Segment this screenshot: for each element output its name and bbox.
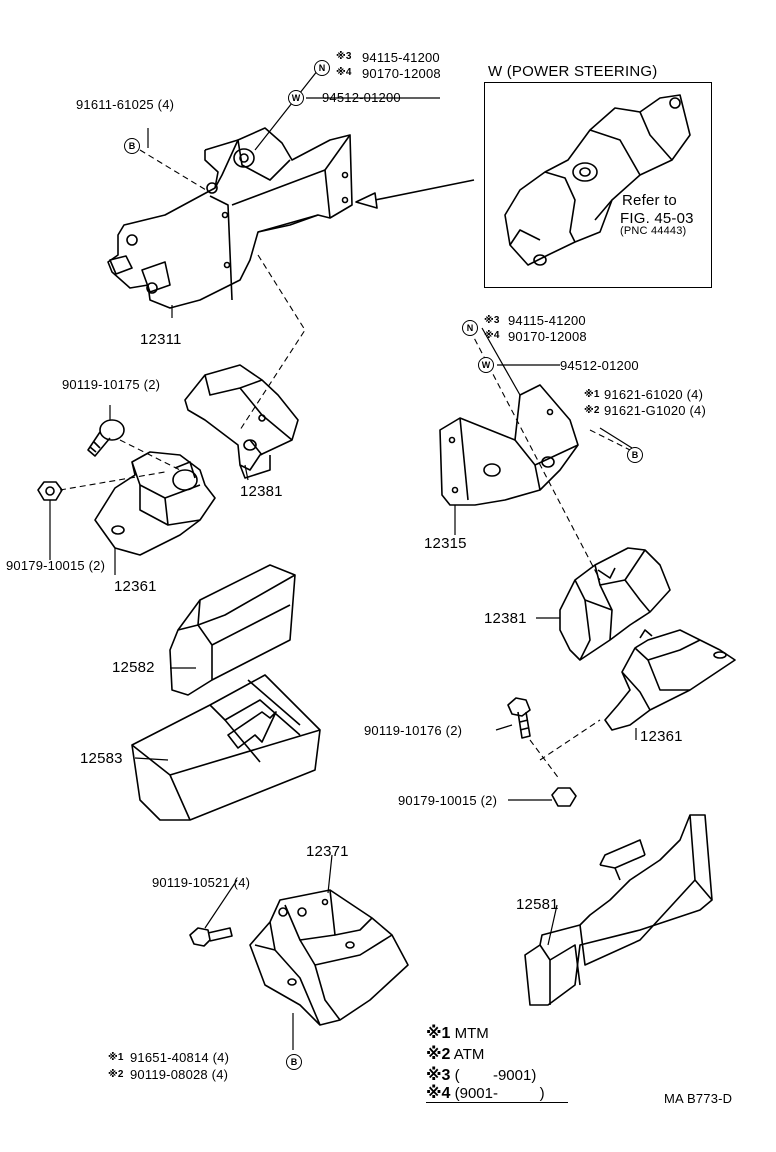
label-91621-61020: 91621-61020 (4) xyxy=(604,387,704,402)
label-90119-10521: 90119-10521 (4) xyxy=(152,875,251,890)
bolt-90119-10176-drawing xyxy=(507,697,531,739)
legend-row-3: ※3 ( -9001) xyxy=(426,1066,536,1086)
label-12381-upper: 12381 xyxy=(240,483,283,500)
label-90119-10175: 90119-10175 (2) xyxy=(62,377,161,392)
part-12361-upper-drawing xyxy=(94,451,216,556)
part-12583-drawing xyxy=(131,674,321,821)
bolt-90119-10175-drawing xyxy=(87,419,125,457)
part-12581-drawing xyxy=(524,814,713,1006)
legend-text-1: MTM xyxy=(454,1025,489,1042)
legend-mark-2: ※2 xyxy=(426,1046,451,1063)
label-12361-upper: 12361 xyxy=(114,578,157,595)
legend-row-4: ※4 (9001- ) xyxy=(426,1084,545,1104)
label-12311: 12311 xyxy=(140,331,182,348)
marker-circle-n-upper: N xyxy=(314,60,330,76)
pnc-reference: (PNC 44443) xyxy=(620,225,687,237)
part-12311-drawing xyxy=(107,127,353,309)
nut-90179-10015-right-drawing xyxy=(551,787,577,807)
label-90119-08028: 90119-08028 (4) xyxy=(130,1067,229,1082)
part-12381-upper-drawing xyxy=(184,364,299,479)
part-12315-drawing xyxy=(439,384,579,506)
legend-mark-3: ※3 xyxy=(426,1067,451,1084)
marker-circle-w-upper: W xyxy=(288,90,304,106)
label-12381-lower: 12381 xyxy=(484,610,527,627)
label-90179-10015-left: 90179-10015 (2) xyxy=(6,558,106,573)
marker-circle-b-right: B xyxy=(627,447,643,463)
power-steering-title: W (POWER STEERING) xyxy=(488,63,658,80)
label-90119-10176: 90119-10176 (2) xyxy=(364,723,463,738)
label-94512-01200-upper: 94512-01200 xyxy=(322,90,401,105)
label-90170-12008-upper: 90170-12008 xyxy=(362,66,441,81)
part-12371-drawing xyxy=(249,889,409,1026)
label-94115-41200-right: 94115-41200 xyxy=(508,313,586,328)
label-mark-2-right: ※2 xyxy=(584,405,600,416)
label-12583: 12583 xyxy=(80,750,123,767)
label-mark-4-right: ※4 xyxy=(484,330,500,341)
part-12582-drawing xyxy=(169,564,296,696)
label-12582: 12582 xyxy=(112,659,155,676)
label-mark-1-right: ※1 xyxy=(584,389,600,400)
label-mark-3-right: ※3 xyxy=(484,315,500,326)
marker-circle-b-upper: B xyxy=(124,138,140,154)
part-12381-lower-drawing xyxy=(559,547,671,661)
figure-reference: FIG. 45-03 xyxy=(620,210,694,227)
legend-underline xyxy=(426,1102,568,1103)
label-94115-41200-upper: 94115-41200 xyxy=(362,50,440,65)
legend-row-1: ※1 MTM xyxy=(426,1024,489,1044)
refer-to-text: Refer to xyxy=(622,192,677,209)
legend-row-2: ※2 ATM xyxy=(426,1045,484,1065)
label-91651-40814: 91651-40814 (4) xyxy=(130,1050,230,1065)
label-12581: 12581 xyxy=(516,896,559,913)
label-90170-12008-right: 90170-12008 xyxy=(508,329,587,344)
bolt-90119-10521-drawing xyxy=(189,927,233,947)
label-91611-61025: 91611-61025 (4) xyxy=(76,97,175,112)
power-steering-bracket-drawing xyxy=(504,94,691,266)
part-12361-lower-drawing xyxy=(604,629,736,731)
legend-text-3: ( -9001) xyxy=(454,1067,537,1084)
marker-circle-b-bottom: B xyxy=(286,1054,302,1070)
legend-text-2: ATM xyxy=(453,1046,485,1063)
label-mark-3-upper: ※3 xyxy=(336,51,352,62)
marker-circle-w-right: W xyxy=(478,357,494,373)
power-steering-box xyxy=(484,82,712,288)
legend-mark-4: ※4 xyxy=(426,1085,451,1102)
marker-circle-n-right: N xyxy=(462,320,478,336)
legend-text-4: (9001- ) xyxy=(454,1085,545,1102)
label-mark-1-bottom: ※1 xyxy=(108,1052,124,1063)
label-12371: 12371 xyxy=(306,843,349,860)
label-90179-10015-right: 90179-10015 (2) xyxy=(398,793,498,808)
figure-code: MA B773-D xyxy=(664,1091,733,1106)
legend-mark-1: ※1 xyxy=(426,1025,451,1042)
nut-90179-10015-drawing xyxy=(37,481,63,501)
label-12361-lower: 12361 xyxy=(640,728,683,745)
power-steering-arrow xyxy=(374,179,475,201)
label-mark-4-upper: ※4 xyxy=(336,67,352,78)
label-12315: 12315 xyxy=(424,535,467,552)
label-94512-01200-right: 94512-01200 xyxy=(560,358,639,373)
label-91621-g1020: 91621-G1020 (4) xyxy=(604,403,707,418)
label-mark-2-bottom: ※2 xyxy=(108,1069,124,1080)
